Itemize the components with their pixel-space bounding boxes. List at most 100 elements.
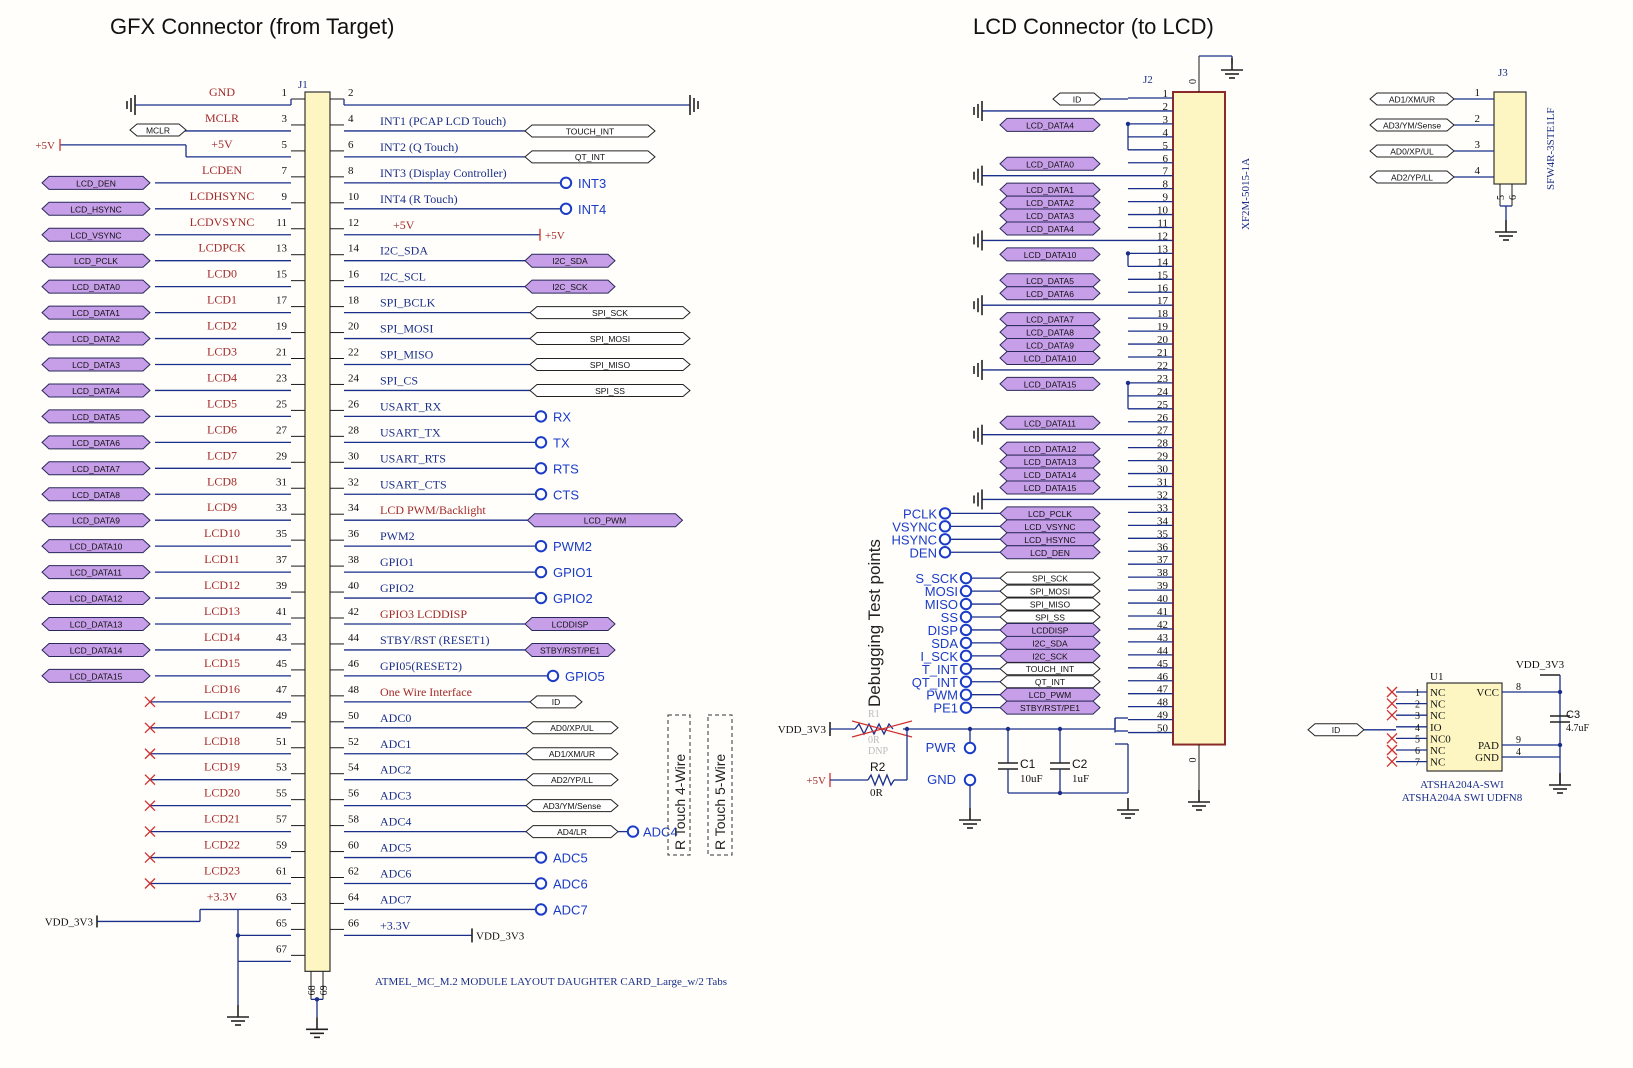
j3-ref: J3 xyxy=(1498,67,1508,79)
touch-note-box xyxy=(707,714,733,856)
net-port-label: I2C_SCK xyxy=(552,282,588,292)
debug-test-point-label: PCLK xyxy=(903,506,937,521)
net-port xyxy=(41,331,151,346)
no-connect-mark xyxy=(1386,744,1398,756)
debug-test-point xyxy=(938,546,952,559)
pin-number: 1 xyxy=(1475,87,1481,99)
net-port xyxy=(524,150,656,164)
pin-number: 4 xyxy=(1163,127,1169,139)
test-point xyxy=(534,591,548,605)
net-port-label: TOUCH_INT xyxy=(566,126,615,136)
pin-number: 26 xyxy=(348,398,360,410)
pin-number: 7 xyxy=(282,165,288,177)
net-port-label: I2C_SDA xyxy=(552,256,588,266)
pin-number: 9 xyxy=(1516,735,1521,746)
pin-number: 35 xyxy=(1157,528,1169,540)
pin-number: 40 xyxy=(348,580,360,592)
net-port-label: LCD_DATA1 xyxy=(1026,185,1074,195)
net-port-label: LCD_DATA4 xyxy=(72,386,120,396)
net-port-label: ID xyxy=(552,697,561,707)
net-port-label: AD1/XM/UR xyxy=(549,749,595,759)
net-label: ADC3 xyxy=(380,789,411,803)
junction xyxy=(1125,121,1131,127)
debug-test-point-label: MOSI xyxy=(925,584,958,599)
pin-name: GND xyxy=(1475,752,1499,764)
no-connect-mark xyxy=(144,826,156,838)
adc4-test-point xyxy=(626,825,640,838)
pin-number: 11 xyxy=(276,217,287,229)
net-port xyxy=(529,695,583,709)
debug-test-point xyxy=(959,675,973,688)
touch-note-label: R Touch 4-Wire xyxy=(672,754,688,850)
net-port-label: LCD_DEN xyxy=(76,178,116,188)
net-port xyxy=(999,545,1101,560)
net-port-label: I2C_SCK xyxy=(1032,651,1068,661)
gnd-test-point-label: GND xyxy=(927,772,956,787)
pin-number: 30 xyxy=(348,450,360,462)
net-label: SPI_BCLK xyxy=(380,296,436,310)
j3-part: SFW4R-3STE1LF xyxy=(1545,107,1557,190)
pin-number: 50 xyxy=(1157,723,1169,735)
net-port-label: LCD_DATA12 xyxy=(1024,444,1077,454)
pin-name: IO xyxy=(1430,722,1442,734)
pin-number: 45 xyxy=(276,658,288,670)
test-point-label: ADC7 xyxy=(553,902,588,917)
junction xyxy=(1557,689,1563,695)
pin-number: 44 xyxy=(1157,645,1169,657)
pin-number: 2 xyxy=(1475,113,1481,125)
net-port xyxy=(1369,144,1455,158)
test-point-label: ADC5 xyxy=(553,851,588,866)
net-label: LCD18 xyxy=(204,734,240,748)
test-point xyxy=(559,202,573,216)
debug-test-point xyxy=(959,688,973,701)
pin-number: 33 xyxy=(1157,502,1169,514)
test-point xyxy=(534,436,548,449)
net-port xyxy=(999,584,1101,598)
j3-body xyxy=(1493,91,1527,185)
pin-number: 7 xyxy=(1415,758,1420,769)
net-label: LCD11 xyxy=(204,552,240,566)
pin-number: 49 xyxy=(276,710,288,722)
pin-number: 46 xyxy=(348,658,360,670)
debug-test-point xyxy=(959,701,973,714)
pin-number: 66 xyxy=(348,917,360,929)
net-port-label: AD0/XP/UL xyxy=(1390,146,1434,156)
debug-test-point-label: SS xyxy=(941,610,959,625)
net-port-label: LCD_VSYNC xyxy=(1024,522,1075,532)
gfx-connector-title: GFX Connector (from Target) xyxy=(110,14,394,39)
r1-resistor xyxy=(854,722,894,736)
pin-number: 3 xyxy=(282,113,288,125)
net-label: +3.3V xyxy=(380,918,411,932)
pin-number: 65 xyxy=(276,917,288,929)
net-port-label: LCD_DATA6 xyxy=(1026,289,1074,299)
pin-number: 0 xyxy=(1188,758,1199,763)
pin-number: 52 xyxy=(348,736,359,748)
net-label: USART_TX xyxy=(380,425,441,439)
net-port xyxy=(129,123,187,137)
pin-number: 4 xyxy=(348,113,354,125)
test-point-label: GPIO1 xyxy=(553,565,593,580)
j1-body xyxy=(304,91,331,972)
net-port xyxy=(999,247,1101,262)
pin-number: 59 xyxy=(276,840,288,852)
junction xyxy=(1057,726,1063,732)
r1-ref: R1 xyxy=(868,709,880,720)
net-port xyxy=(999,415,1101,430)
debug-test-point xyxy=(959,623,973,637)
test-point xyxy=(534,410,548,423)
net-port-label: LCD_DATA4 xyxy=(1026,120,1074,130)
pin-number: 23 xyxy=(1157,373,1169,385)
pin-name: NC xyxy=(1430,757,1445,769)
junction xyxy=(314,997,320,1002)
gnd-test-point xyxy=(963,773,977,787)
net-port-label: SPI_MISO xyxy=(590,360,631,370)
net-port-label: MCLR xyxy=(146,125,170,135)
pin-number: 1 xyxy=(282,87,288,99)
pin-number: 27 xyxy=(276,424,288,436)
net-label: ADC0 xyxy=(380,711,411,725)
net-port xyxy=(41,591,151,606)
pin-number: 31 xyxy=(1157,477,1168,489)
pin-number: 50 xyxy=(348,710,360,722)
